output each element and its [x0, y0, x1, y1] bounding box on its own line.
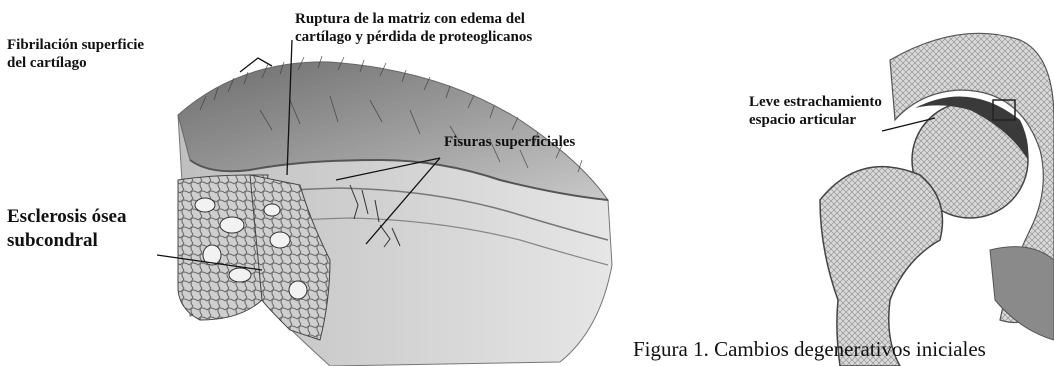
label-ruptura-line2: cartílago y pérdida de proteoglicanos [295, 29, 533, 45]
label-leve-line2: espacio articular [749, 112, 857, 128]
label-esclerosis-line2: subcondral [7, 230, 98, 251]
detail-box [992, 99, 1016, 121]
label-esclerosis-line1: Esclerosis ósea [7, 206, 127, 227]
label-leve-line1: Leve estrachamiento [749, 94, 882, 110]
hip-joint [819, 32, 1054, 366]
trabecular-bone [177, 174, 331, 341]
label-fisuras: Fisuras superficiales [444, 134, 576, 150]
label-leve: Leve estrachamiento espacio articular [749, 93, 882, 129]
label-fibrilacion-line2: del cartílago [7, 55, 87, 71]
label-fibrilacion: Fibrilación superficie del cartílago [7, 36, 144, 72]
label-esclerosis: Esclerosis ósea subcondral [7, 205, 126, 253]
label-ruptura: Ruptura de la matriz con edema del cartí… [295, 10, 532, 46]
leader-lines [156, 39, 936, 271]
label-ruptura-line1: Ruptura de la matriz con edema del [295, 11, 525, 27]
figure-caption: Figura 1. Cambios degenerativos iniciale… [633, 337, 986, 361]
label-fibrilacion-line1: Fibrilación superficie [7, 37, 145, 53]
